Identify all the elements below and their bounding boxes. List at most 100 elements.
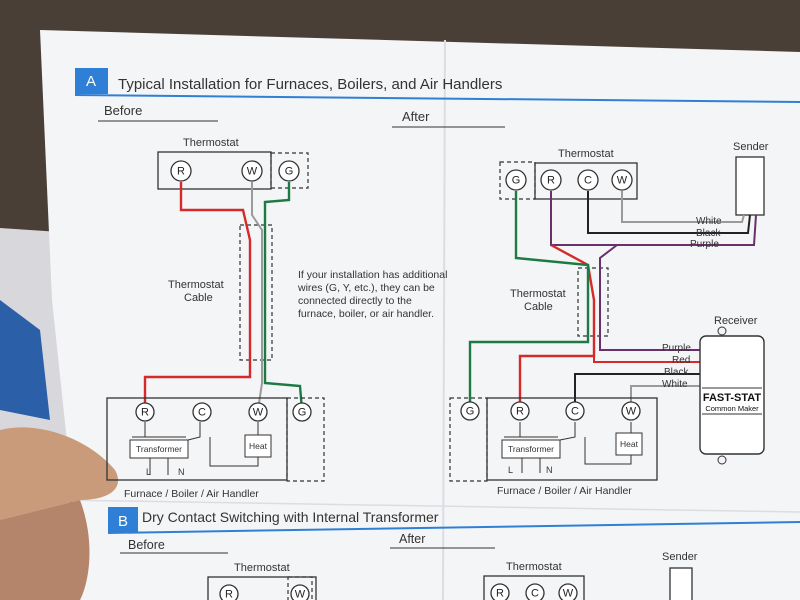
after-furnace-terminal-w: W [626,406,637,418]
before-furnace-terminal-r: R [141,407,149,419]
sender-label: Sender [733,141,769,153]
section-b-thermostat-after-box [483,575,585,600]
after-neutral-label: N [546,465,553,475]
before-furnace-terminal-w: W [253,407,264,419]
after-internal-wiring [519,422,632,465]
after-power-leads [521,458,541,473]
receiver-subbrand: Common Maker [705,404,759,413]
receiver-wire-black-label: Black [664,367,689,378]
before-power-leads [149,458,169,475]
before-thermostat-terminal-w: W [247,166,258,178]
background-object [0,300,50,420]
before-wire-red [143,182,252,410]
section-b-after-terminal-w-circle [558,583,578,600]
after-furnace-g-dashed [449,397,488,482]
after-heat-label: Heat [620,439,639,449]
sender-wire-black-label: Black [696,228,721,239]
note-line-1: If your installation has additional [298,269,447,281]
before-furnace-terminal-g-circle [292,402,312,422]
before-cable-label-1: Thermostat [168,279,224,291]
paper-fold-horizontal [61,499,800,513]
after-wire-green [468,191,590,410]
note-line-2: wires (G, Y, etc.), they can be [297,282,435,294]
after-furnace-terminal-g-circle [460,401,480,421]
after-heading: After [402,109,430,124]
sender-wire-purple-label: Purple [690,239,719,250]
receiver-mount-top [717,326,727,336]
after-furnace-terminal-r: R [516,406,524,418]
section-b-thermostat-after: Thermostat [506,561,562,573]
after-transformer-label: Transformer [508,444,554,454]
after-furnace-label: Furnace / Boiler / Air Handler [497,485,632,497]
sender-device [735,156,765,216]
section-a-badge [75,68,108,94]
hand [0,500,90,600]
before-wire-white [251,182,263,411]
note-line-3: connected directly to the [298,295,412,307]
after-purple-to-receiver [599,244,705,351]
receiver-wire-purple-label: Purple [662,343,691,354]
after-furnace-terminal-g: G [466,406,475,418]
after-cable-label-1: Thermostat [510,288,566,300]
before-furnace-terminal-c: C [198,407,206,419]
after-thermostat-g-dashed [499,161,536,200]
section-b-thermostat-before: Thermostat [234,562,290,574]
section-b-sender-device [669,567,693,600]
section-b-after-heading: After [399,532,425,546]
section-b-before-terminal-r-circle [219,584,239,600]
paper-sheet [40,30,800,600]
receiver-wire-white-label: White [662,379,688,390]
section-b-before-terminal-r: R [225,589,233,600]
before-furnace-terminal-w-circle [248,402,268,422]
before-thermostat-terminal-g-circle [278,160,300,182]
receiver-label: Receiver [714,315,758,327]
section-b-sender-label: Sender [662,551,698,563]
section-b-before-terminal-w-circle [290,584,310,600]
after-furnace-terminal-c-circle [565,401,585,421]
before-transformer-label: Transformer [136,444,182,454]
before-internal-wiring [144,422,259,467]
before-thermostat-terminal-r: R [177,166,185,178]
before-furnace-g-dashed [286,397,325,482]
note-line-4: furnace, boiler, or air handler. [298,308,434,320]
after-thermostat-terminal-c: C [584,175,592,187]
before-heading: Before [104,103,142,118]
before-furnace-label: Furnace / Boiler / Air Handler [124,488,259,500]
before-thermostat-terminal-w-circle [241,160,263,182]
receiver-wire-red-label: Red [672,355,690,366]
receiver-mount-bottom [717,455,727,465]
after-sender-wire-black [587,191,751,234]
after-thermostat-terminal-r-circle [540,169,562,191]
section-b-rule [107,521,800,534]
section-b-after-terminal-r-circle [490,583,510,600]
section-a-rule [74,94,800,103]
after-line-label: L [508,465,513,475]
after-thermostat-box [534,162,638,200]
before-transformer [129,439,189,459]
after-thermostat-terminal-w-circle [611,169,633,191]
before-thermostat-terminal-r-circle [170,160,192,182]
before-heat-label: Heat [249,441,268,451]
before-wire-green [263,182,304,411]
section-b-after-terminal-r: R [496,588,504,600]
section-b-thermostat-before-dashed [287,576,313,600]
after-transformer [501,439,561,459]
after-furnace-terminal-c: C [571,406,579,418]
before-neutral-label: N [178,467,185,477]
after-thermostat-terminal-c-circle [577,169,599,191]
section-a-letter: A [86,73,96,90]
section-b-thermostat-before-box [207,576,317,600]
before-furnace-terminal-c-circle [192,402,212,422]
section-b-before-heading: Before [128,538,165,552]
section-b-badge [108,507,138,533]
before-thermostat-g-dashed [270,152,309,189]
before-cable-box [239,224,273,361]
before-furnace-terminal-g: G [298,407,307,419]
after-furnace-terminal-w-circle [621,401,641,421]
section-b-after-terminal-c-circle [525,583,545,600]
after-sender-wire-purple [550,191,757,246]
receiver-brand: FAST-STAT [703,392,762,404]
after-thermostat-terminal-g-circle [505,169,527,191]
